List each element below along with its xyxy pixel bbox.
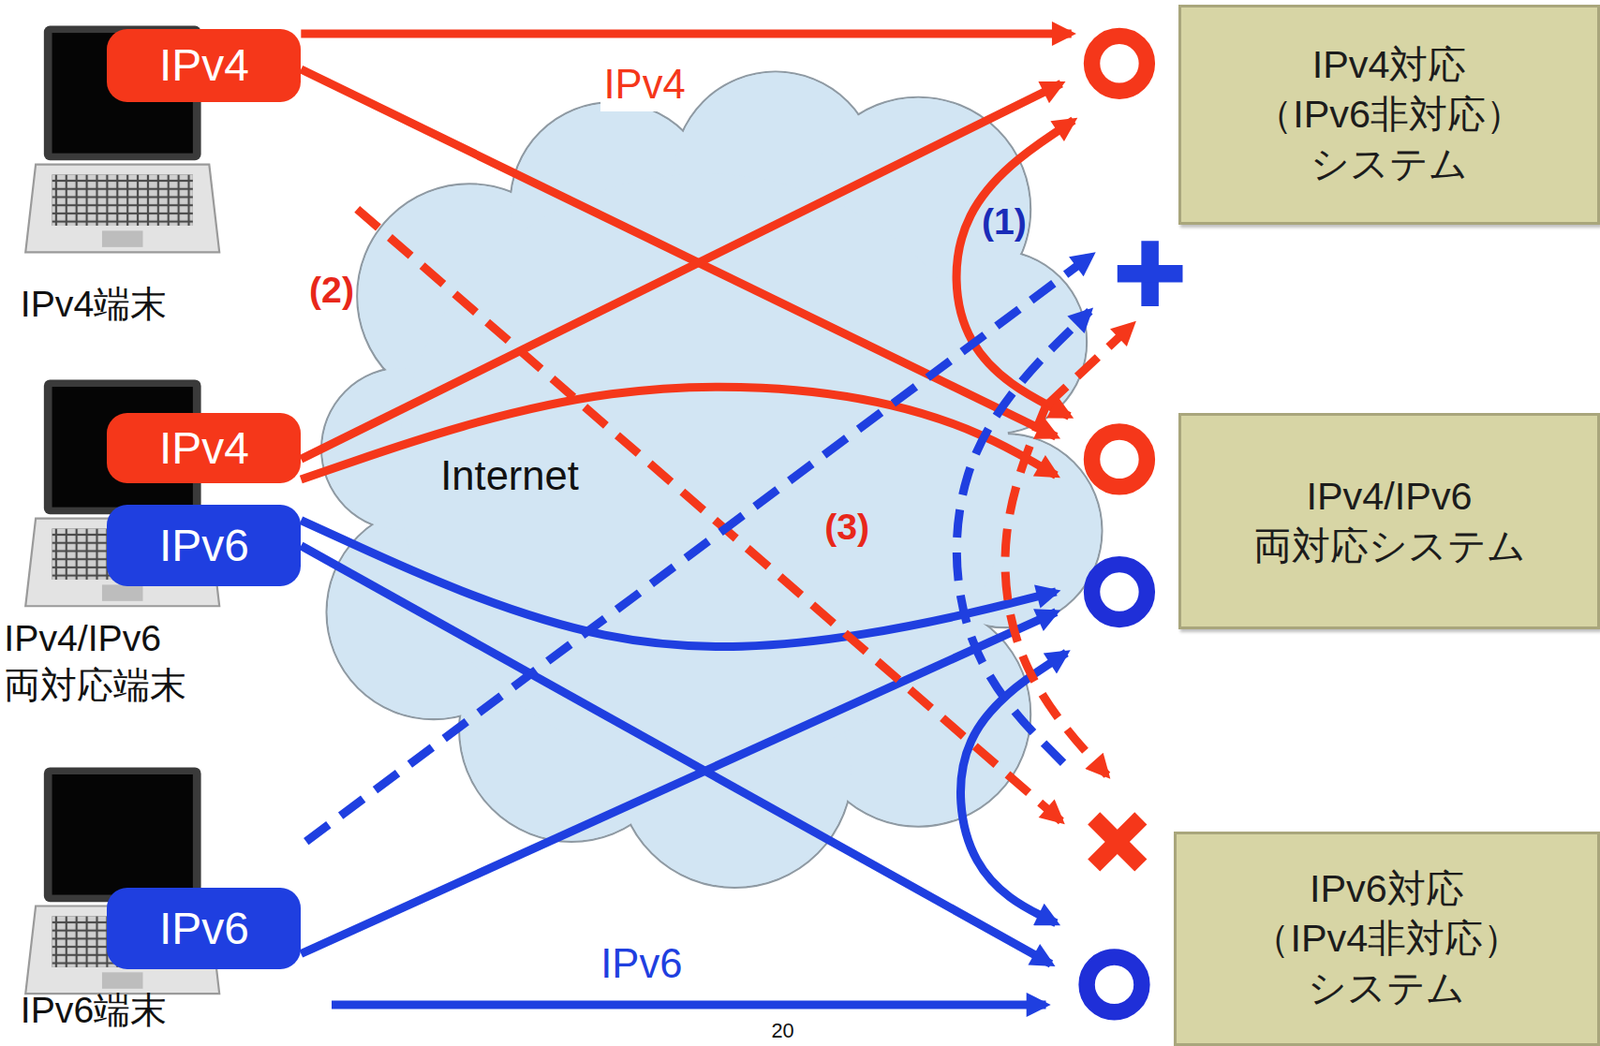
connection-arrow (300, 83, 1062, 460)
page-number: 20 (771, 1018, 795, 1045)
node-text: IPv4対応 （IPv6非対応） システム (1198, 40, 1581, 190)
system-box: IPv4/IPv6 両対応システム (1178, 413, 1600, 630)
failed-connection (306, 254, 1093, 842)
protocol-badge: IPv6 (106, 504, 301, 587)
illustration-part (1092, 35, 1148, 91)
connection-arrow (300, 386, 1056, 480)
node-text: IPv4 (159, 419, 250, 477)
protocol-badge: IPv6 (106, 888, 301, 970)
node-text: IPv6対応 （IPv4非対応） システム (1193, 864, 1581, 1014)
illustration-part (1092, 431, 1148, 488)
callout-number: (3) (824, 503, 870, 551)
connection-arrow (300, 29, 1071, 38)
illustration-part (1092, 564, 1148, 621)
illustration-part (1094, 818, 1141, 866)
terminal-label: Internet (436, 450, 583, 504)
connection-arrow (300, 520, 1056, 648)
system-box: IPv6対応 （IPv4非対応） システム (1173, 831, 1600, 1046)
node-text: IPv6 (159, 517, 250, 575)
illustration-part (1086, 957, 1142, 1013)
terminal-label: IPv4端末 (20, 281, 167, 328)
terminal-label: IPv6端末 (20, 987, 167, 1035)
connection-arrow (956, 120, 1074, 417)
node-text: IPv4/IPv6 両対応システム (1198, 472, 1581, 572)
system-box: IPv4対応 （IPv6非対応） システム (1178, 4, 1600, 224)
connection-arrow (331, 1000, 1046, 1009)
connection-arrow (300, 69, 1056, 437)
illustration-part (1094, 818, 1141, 866)
illustration-part (1117, 265, 1184, 283)
node-text: IPv4 (159, 36, 250, 94)
protocol-badge: IPv4 (106, 29, 301, 103)
connection-arrow (961, 652, 1067, 924)
node-text: IPv6 (159, 900, 250, 958)
failed-connection (956, 311, 1090, 764)
protocol-badge: IPv4 (106, 413, 301, 484)
callout-number: (1) (981, 198, 1027, 246)
edge-label: IPv4 (600, 59, 690, 112)
connection-arrow (300, 612, 1056, 955)
callout-number: (2) (309, 266, 355, 314)
terminal-label: IPv4/IPv6 両対応端末 (3, 615, 259, 710)
edge-label: IPv6 (596, 938, 686, 992)
ok-mark (1086, 35, 1147, 1012)
